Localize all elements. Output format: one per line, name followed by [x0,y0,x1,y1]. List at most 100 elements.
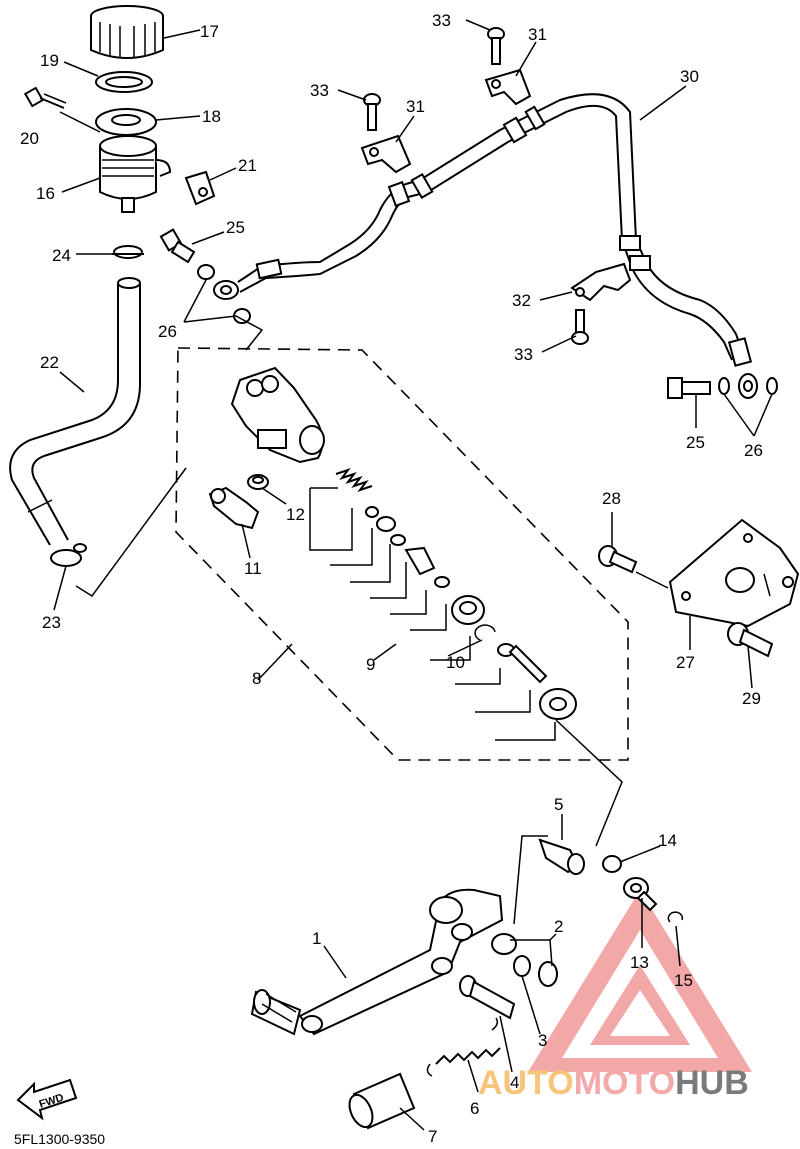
catalog-code: 5FL1300-9350 [14,1131,106,1147]
leader-8-hose [75,467,187,598]
mount-bracket-27 [668,518,800,628]
return-spring-6 [426,1017,501,1077]
washer-2a [491,933,517,955]
push-rod [497,643,577,720]
nut-14 [602,855,622,873]
cup-2 [376,516,396,532]
callout-11: 11 [244,559,262,578]
hose-clip-23 [50,543,87,567]
watermark-text: AUTOMOTOHUB [478,1064,749,1103]
callout-6: 6 [470,1099,479,1118]
callout-31-top: 31 [528,25,547,44]
reservoir-tank [99,135,172,213]
banjo-fitting-lower [738,373,758,399]
callout-17: 17 [200,22,219,41]
bolt-33-middle [363,93,381,131]
hose-bracket-32 [570,262,632,302]
callout-15: 15 [674,971,693,990]
bolt-29 [727,622,774,658]
callout-28: 28 [602,489,621,508]
watermark-auto: AUTO [478,1064,574,1102]
callout-23: 23 [42,613,61,632]
callout-8: 8 [252,669,261,688]
clevis-13 [623,877,658,912]
gasket-26a [197,264,215,280]
callout-22: 22 [40,353,59,372]
hose-clip-24 [112,245,144,259]
master-cylinder-kit-outline [175,347,629,761]
hose-joint-11 [208,486,260,530]
callout-29: 29 [742,689,761,708]
diaphragm-plate [95,71,153,93]
watermark-hub: HUB [675,1064,749,1102]
brake-pedal [250,888,504,1036]
reservoir-hose [9,277,141,546]
callout-33-top: 33 [432,11,451,30]
diaphragm [95,108,157,136]
callout-18: 18 [202,107,221,126]
callout-4: 4 [510,1073,519,1092]
callout-24: 24 [52,246,71,265]
callout-5: 5 [554,795,563,814]
forward-arrow-icon: FWD [16,1078,78,1121]
cup-1 [365,506,379,518]
clip-15 [667,911,684,923]
callout-12: 12 [286,505,305,524]
callout-10: 10 [446,653,465,672]
master-cylinder-body [230,366,325,464]
callout-16: 16 [36,184,55,203]
washer-1 [390,534,406,546]
gasket-26d [766,377,778,395]
callout-19: 19 [40,51,59,70]
union-bolt-25-lower [667,377,711,399]
callout-33-lower: 33 [514,345,533,364]
callout-1: 1 [312,929,321,948]
callout-27: 27 [676,653,695,672]
callout-14: 14 [658,831,677,850]
leader-lines [53,19,773,1131]
callout-25-upper: 25 [226,218,245,237]
callout-25-lower: 25 [686,433,705,452]
hose-clamp-31-middle [360,134,412,174]
reservoir-bracket [184,170,216,206]
callout-32: 32 [512,291,531,310]
gasket-26c [718,377,730,395]
o-ring-12 [247,474,269,490]
spring [335,468,373,492]
pedal-rubber-7 [348,1072,416,1130]
callout-26-upper: 26 [158,322,177,341]
hose-clamp-31-upper [484,68,532,106]
callout-2: 2 [554,917,563,936]
callout-31-middle: 31 [406,97,425,116]
reservoir-cap [90,5,164,59]
callout-13: 13 [630,953,649,972]
callout-3: 3 [538,1031,547,1050]
callout-30: 30 [680,67,699,86]
brake-hose [237,93,753,367]
callout-7: 7 [428,1127,437,1146]
washer-2b [538,961,558,987]
banjo-fitting-upper [213,280,239,300]
bolt-33-lower [571,309,589,345]
pin-5 [538,838,585,875]
bolt-33-upper [487,27,505,65]
callout-21: 21 [238,156,257,175]
union-bolt-25-upper [159,228,196,264]
callout-26-lower: 26 [744,441,763,460]
washer-3 [513,955,531,977]
piston [404,546,436,576]
watermark-moto: MOTO [573,1064,676,1102]
washer-2 [434,576,450,588]
boot-ring [451,595,485,625]
callout-20: 20 [20,129,39,148]
circlip-10 [474,624,496,641]
watermark-logo [528,890,752,1072]
callout-labels: 17 19 18 20 16 21 24 25 26 22 23 12 11 8… [20,11,763,1146]
callout-33-middle: 33 [310,81,329,100]
group-bracket-9 [309,487,556,741]
callout-9: 9 [366,655,375,674]
pivot-bolt-4 [459,975,516,1020]
bolt-20 [23,86,67,109]
bolt-28 [598,545,638,574]
